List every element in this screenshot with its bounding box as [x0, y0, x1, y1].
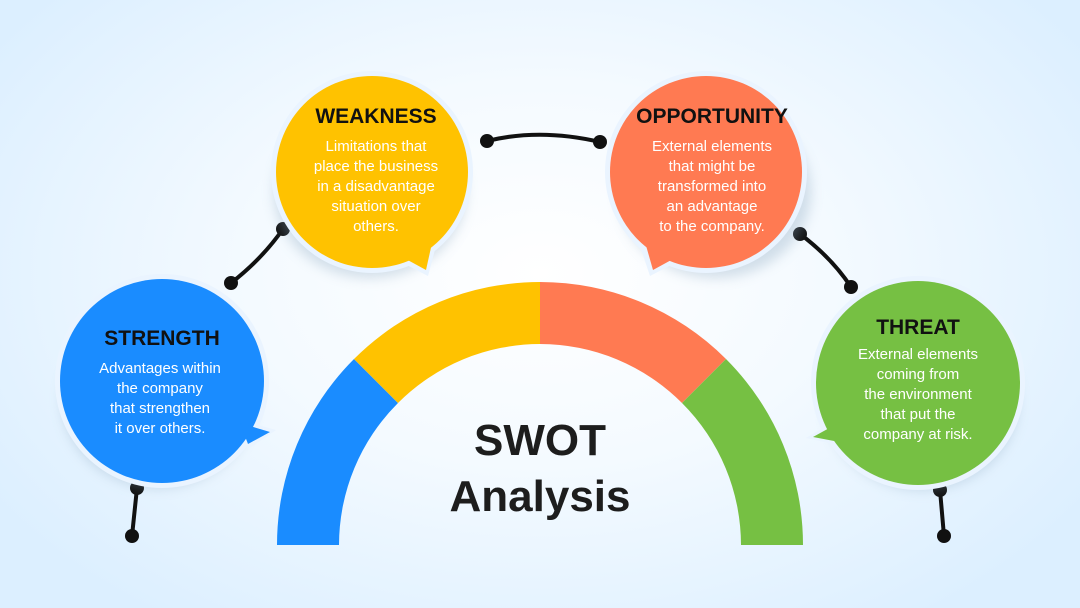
threat-desc-line: External elements [858, 346, 978, 363]
opportunity-title: OPPORTUNITY [636, 105, 788, 128]
opportunity-desc-line: External elements [652, 138, 772, 155]
weakness-desc-line: place the business [314, 158, 438, 175]
arc-segment-threat [682, 359, 803, 545]
strength-desc-line: that strengthen [110, 400, 210, 417]
arc-segment-strength [277, 359, 398, 545]
bubble-fill [816, 281, 1020, 485]
strength-desc-line: it over others. [115, 420, 206, 437]
weakness-desc-line: situation over [331, 198, 420, 215]
threat-desc-line: the environment [864, 386, 972, 403]
weakness-desc-line: in a disadvantage [317, 178, 435, 195]
connector-strength-weakness [229, 227, 285, 285]
strength-desc-line: the company [117, 380, 203, 397]
opportunity-desc-line: to the company. [659, 218, 765, 235]
connector-dot [593, 135, 607, 149]
bubble-fill [276, 76, 468, 268]
threat-desc-line: company at risk. [863, 426, 972, 443]
opportunity-desc-line: that might be [669, 158, 756, 175]
weakness-title: WEAKNESS [315, 105, 436, 128]
bubble-tail-fill [240, 423, 270, 444]
bubble-tail-fill [382, 243, 432, 270]
bubble-fill [610, 76, 802, 268]
bubble-tail-fill [813, 421, 850, 444]
bubble-threat: THREAT External elements coming from the… [806, 276, 1025, 490]
bubble-fill [60, 279, 264, 483]
connector-threat-stem [938, 488, 946, 538]
bubble-tail-fill [645, 242, 695, 270]
connector-dot [125, 529, 139, 543]
center-title-line2: Analysis [450, 472, 631, 521]
weakness-desc-line: others. [353, 218, 399, 235]
bubble-opportunity: OPPORTUNITY External elements that might… [605, 71, 811, 278]
strength-desc-line: Advantages within [99, 360, 221, 377]
strength-title: STRENGTH [104, 327, 220, 350]
connector-strength-stem [130, 486, 139, 538]
arc-segment-weakness [354, 282, 540, 403]
connector-weakness-opportunity [485, 132, 602, 144]
connector-dot [844, 280, 858, 294]
bubble-weakness: WEAKNESS Limitations that place the busi… [271, 71, 473, 278]
swot-arc [277, 282, 803, 545]
threat-desc-line: coming from [877, 366, 960, 383]
weakness-desc-line: Limitations that [326, 138, 428, 155]
opportunity-desc-line: an advantage [667, 198, 758, 215]
connector-opportunity-threat [798, 232, 853, 289]
center-title-line1: SWOT [474, 416, 606, 465]
arc-segment-opportunity [540, 282, 726, 403]
connector-dot [937, 529, 951, 543]
opportunity-desc-line: transformed into [658, 178, 766, 195]
threat-desc-line: that put the [880, 406, 955, 423]
connector-dot [480, 134, 494, 148]
bubble-strength: STRENGTH Advantages within the company t… [55, 274, 276, 488]
connector-dot [224, 276, 238, 290]
threat-title: THREAT [876, 316, 960, 339]
